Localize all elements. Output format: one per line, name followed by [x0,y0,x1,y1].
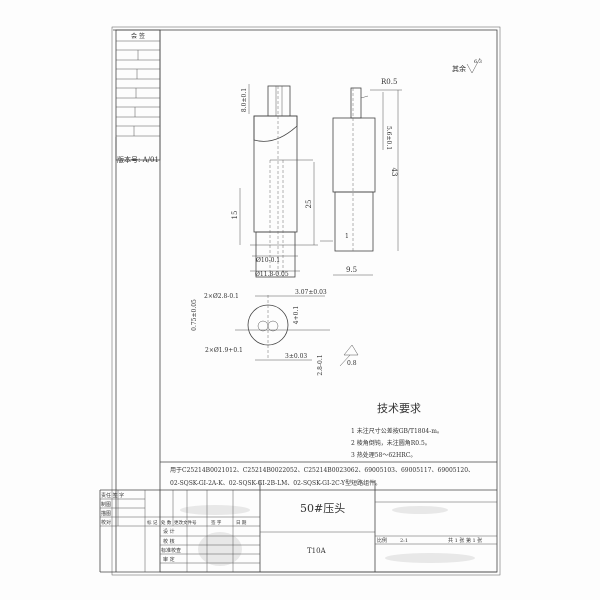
dim-0-8: 0.8 [347,360,357,367]
outer-border [111,26,501,576]
tb-row-trace: 描图 [101,510,111,517]
title-block: 责任 签 字 制图 描图 校对 标 记 处 数 更改文件号 签 字 日 期 设 … [99,480,497,573]
redacted-drawing-number [385,553,475,563]
tb-row-responsibility: 责任 签 字 [101,492,124,499]
scale-label: 比例 [377,537,387,544]
col-mark: 标 记 [147,519,158,526]
surface-finish-value: 6.3 [474,59,482,65]
dim-hole-2-8: 2×Ø2.8-0.1 [204,293,239,300]
sheet-count: 共 1 张 第 1 张 [448,537,482,544]
requirement-1: 1 未注尺寸公差按GB/T1804-m。 [351,427,443,435]
dim-dia10: Ø10-0.1 [256,257,280,264]
dim-hole-1-9: 2×Ø1.9+0.1 [205,347,243,354]
dim-top-height: 8.0±0.1 [241,88,248,112]
dim-0-75: 0.75±0.05 [191,299,198,331]
dim-9-5: 9.5 [346,266,357,274]
roughness-symbol-icon [466,57,481,74]
scale-value: 2:1 [400,538,408,544]
role-review: 校 核 [163,538,175,545]
requirement-3: 3 热处理58～62HRC。 [351,451,416,459]
dim-25: 25 [305,200,313,209]
countersign-table: 会 签 版本号: A/01 [115,29,161,572]
dim-r05: R0.5 [381,78,397,86]
redacted-company [392,506,448,514]
dim-dia118: Ø11.8-0.05 [255,271,289,278]
role-design: 设 计 [163,528,175,535]
col-count: 处 数 [161,519,172,526]
surface-finish-label: 其余 [452,64,466,73]
redacted-change-entry [180,505,250,515]
col-sign: 签 字 [211,519,222,526]
col-date: 日 期 [236,520,247,526]
drawing-frame [159,29,498,573]
version-label: 版本号: A/01 [117,155,159,164]
dim-15: 15 [231,211,239,220]
countersign-label: 会 签 [131,32,145,40]
dim-3-07: 3.07±0.03 [295,289,327,296]
usage-note-line-1: 用于C25214B0021012、C25214B0022052、C25214B0… [170,467,474,474]
dim-2-8: 2.8-0.1 [317,354,324,375]
tb-row-draw: 制图 [101,501,111,508]
section-view: 8.0±0.1 15 25 Ø10-0.1 Ø11.8-0.05 [231,84,318,278]
side-view: R0.5 5.6±0.1 43 1 9.5 [320,78,402,276]
tb-row-check: 校对 [101,519,111,526]
col-change-doc: 更改文件号 [174,519,197,526]
tech-requirements: 技术要求 1 未注尺寸公差按GB/T1804-m。 2 棱角倒钝，未注圆角R0.… [351,402,443,459]
material: T10A [307,547,327,555]
usage-note-line-2: 02-SQSK-GI-2A-K、02-SQSK-GI-2B-LM、02-SQSK… [170,479,381,487]
dim-4: 4+0.1 [293,306,300,324]
tech-requirements-title: 技术要求 [377,402,421,415]
part-name: 50#压头 [300,502,345,515]
end-view: 2×Ø2.8-0.1 2×Ø1.9+0.1 0.75±0.05 3.07±0.0… [191,289,359,376]
dim-1: 1 [345,233,349,240]
redacted-signatures [198,532,242,566]
dim-5-6: 5.6±0.1 [385,126,392,150]
datum-symbol-icon [339,344,359,367]
surface-finish: 其余 6.3 [452,57,482,74]
requirement-2: 2 棱角倒钝，未注圆角R0.5。 [351,439,431,447]
role-approve: 审 定 [163,556,175,563]
role-standard: 标准校查 [161,547,181,554]
dim-3: 3±0.03 [285,353,307,360]
dim-43: 43 [390,168,398,177]
